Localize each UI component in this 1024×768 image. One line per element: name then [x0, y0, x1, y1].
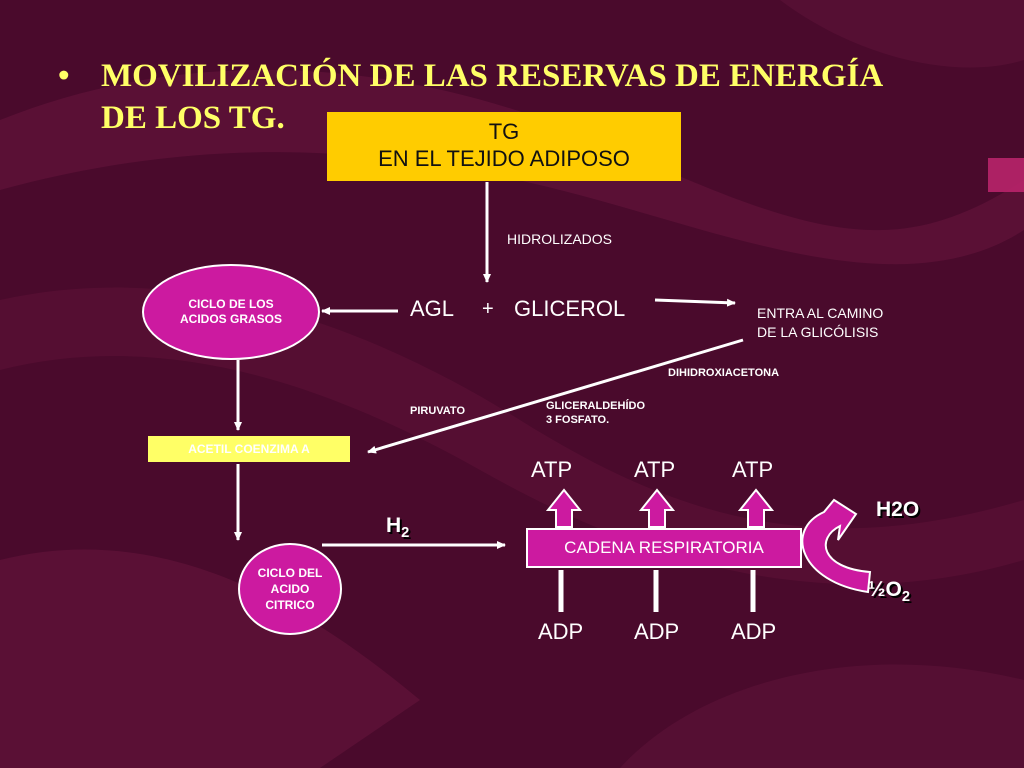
ciclo-citrico-line-2: ACIDO: [270, 582, 310, 596]
curved-arrow-o2-to-h2o: [801, 498, 872, 594]
atp-label-2: ATP: [634, 457, 676, 482]
tg-box-line-1: TG: [488, 119, 520, 144]
gliceraldehido-label: GLICERALDEHÍDO 3 FOSFATO.: [546, 399, 645, 427]
atp-arrow-2: [638, 488, 676, 528]
ciclo-acido-citrico-node: CICLO DEL ACIDO CITRICO: [238, 543, 342, 635]
tg-box-line-2: EN EL TEJIDO ADIPOSO: [378, 146, 630, 171]
h2-base: H: [386, 514, 402, 537]
adp-label-3: ADP: [731, 619, 777, 644]
atp-arrow-1: [545, 488, 583, 528]
agl-label: AGL: [410, 296, 455, 321]
adp-label-1: ADP: [538, 619, 584, 644]
h2-label: H2: [386, 514, 409, 541]
glicolisis-label: ENTRA AL CAMINO DE LA GLICÓLISIS: [757, 304, 883, 342]
adp-label-2: ADP: [634, 619, 680, 644]
cadena-respiratoria-node: CADENA RESPIRATORIA: [526, 528, 802, 568]
h2-subscript: 2: [401, 525, 410, 542]
acetil-coenzima-node: ACETIL COENZIMA A: [148, 436, 350, 462]
title-line-1: MOVILIZACIÓN DE LAS RESERVAS DE ENERGÍA: [101, 58, 884, 94]
slide-title: • MOVILIZACIÓN DE LAS RESERVAS DE ENERGÍ…: [58, 55, 938, 139]
glicerol-label: GLICEROL: [514, 296, 626, 321]
ciclo-citrico-line-1: CICLO DEL: [257, 566, 323, 580]
gliceraldehido-line-1: GLICERALDEHÍDO: [546, 400, 645, 412]
title-line-2: DE LOS TG.: [101, 100, 285, 136]
title-bullet: •: [58, 58, 70, 94]
arrow-glicerol-to-glicolisis: [654, 298, 736, 307]
atp-label-3: ATP: [732, 457, 774, 482]
ciclo-acidos-grasos-node: CICLO DE LOS ACIDOS GRASOS: [142, 264, 320, 360]
glicolisis-line-1: ENTRA AL CAMINO: [757, 305, 884, 321]
half-o2-label: ½O2: [868, 578, 910, 605]
atp-label-1: ATP: [531, 457, 573, 482]
piruvato-label: PIRUVATO: [410, 405, 466, 417]
dihidroxiacetona-label: DIHIDROXIACETONA: [668, 367, 780, 379]
tg-box: TG EN EL TEJIDO ADIPOSO: [327, 112, 681, 181]
atp-arrow-3: [737, 488, 775, 528]
arrow-glicolisis-to-acetil: [367, 338, 744, 454]
ciclo-grasos-line-1: CICLO DE LOS: [188, 297, 274, 311]
gliceraldehido-line-2: 3 FOSFATO.: [546, 414, 610, 426]
h2o-label: H2O: [876, 498, 920, 521]
ciclo-grasos-line-2: ACIDOS GRASOS: [179, 312, 282, 326]
half-o2-subscript: 2: [901, 589, 911, 606]
plus-sign: +: [482, 298, 494, 320]
ciclo-citrico-line-3: CITRICO: [265, 598, 315, 612]
half-o2-base: ½O: [868, 578, 902, 601]
hidrolizados-label: HIDROLIZADOS: [507, 231, 613, 247]
glicolisis-line-2: DE LA GLICÓLISIS: [757, 324, 879, 340]
